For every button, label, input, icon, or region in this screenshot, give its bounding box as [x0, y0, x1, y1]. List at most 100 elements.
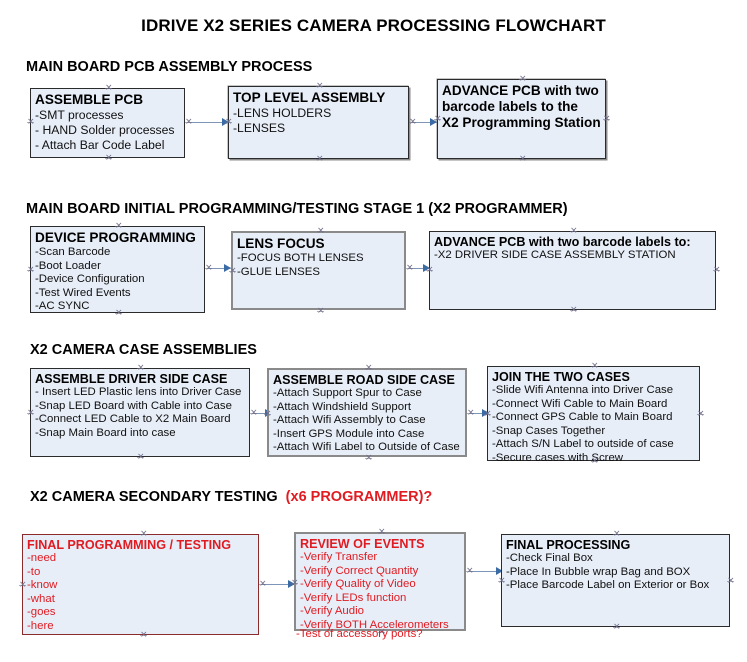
connector-line	[262, 584, 294, 585]
resize-handle-left[interactable]	[225, 119, 232, 126]
connector-handle[interactable]	[466, 568, 473, 575]
resize-handle-left[interactable]	[27, 267, 34, 274]
resize-handle-bottom[interactable]	[591, 458, 598, 465]
resize-handle-top[interactable]	[591, 363, 598, 370]
resize-handle-left[interactable]	[27, 119, 34, 126]
box-final-programming-testing[interactable]: FINAL PROGRAMMING / TESTING -need -to -k…	[19, 531, 259, 636]
resize-handle-top[interactable]	[137, 365, 144, 372]
connector-handle[interactable]	[406, 265, 413, 272]
resize-handle-top[interactable]	[613, 531, 620, 538]
resize-handle-left[interactable]	[426, 267, 433, 274]
connector-line	[469, 571, 502, 572]
box-line: -FOCUS BOTH LENSES	[237, 252, 364, 264]
resize-handle-left[interactable]	[27, 410, 34, 417]
resize-handle-left[interactable]	[264, 411, 271, 418]
box-line: -Boot Loader	[35, 259, 101, 272]
resize-handle-top[interactable]	[140, 531, 147, 538]
resize-handle-left[interactable]	[19, 582, 26, 589]
box-line: -Check Final Box	[506, 552, 593, 564]
box-header: JOIN THE TWO CASES	[492, 370, 630, 384]
box-join-the-two-cases[interactable]: JOIN THE TWO CASES -Slide Wifi Antenna i…	[484, 363, 704, 464]
box-header: ADVANCE PCB with two	[442, 83, 599, 98]
resize-handle-right[interactable]	[713, 267, 720, 274]
box-line-overflow: -Test of accessory ports?	[296, 628, 423, 640]
resize-handle-bottom[interactable]	[570, 307, 577, 314]
box-line: -Test Wired Events	[35, 286, 131, 299]
resize-handle-right[interactable]	[603, 116, 610, 123]
box-assemble-driver-side-case[interactable]: ASSEMBLE DRIVER SIDE CASE - Insert LED P…	[27, 365, 250, 458]
box-line: -Place Barcode Label on Exterior or Box	[506, 579, 710, 592]
resize-handle-top[interactable]	[378, 529, 385, 536]
connector-line	[253, 413, 271, 414]
box-line: -Snap Cases Together	[492, 424, 606, 437]
resize-handle-top[interactable]	[115, 223, 122, 230]
resize-handle-top[interactable]	[365, 365, 372, 372]
resize-handle-top[interactable]	[316, 83, 323, 90]
box-top-level-assembly[interactable]: TOP LEVEL ASSEMBLY -LENS HOLDERS -LENSES	[225, 83, 409, 160]
resize-handle-left[interactable]	[291, 580, 298, 587]
resize-handle-bottom[interactable]	[316, 156, 323, 163]
box-line: -Place In Bubble wrap Bag and BOX	[506, 565, 691, 578]
box-line: -Verify LEDs function	[300, 591, 407, 604]
box-line: -GLUE LENSES	[237, 265, 320, 278]
resize-handle-bottom[interactable]	[105, 155, 112, 162]
resize-handle-left[interactable]	[434, 116, 441, 123]
connector-handle[interactable]	[205, 265, 212, 272]
box-line: -to	[27, 565, 41, 578]
resize-handle-bottom[interactable]	[317, 308, 324, 315]
box-advance-pcb-case-assembly[interactable]: ADVANCE PCB with two barcode labels to: …	[426, 228, 720, 311]
box-line: -need	[27, 552, 57, 564]
resize-handle-bottom[interactable]	[613, 624, 620, 631]
resize-handle-top[interactable]	[570, 228, 577, 235]
box-assemble-pcb[interactable]: ASSEMBLE PCB -SMT processes - HAND Solde…	[27, 85, 185, 159]
resize-handle-right[interactable]	[727, 578, 734, 585]
box-header: ASSEMBLE DRIVER SIDE CASE	[35, 372, 228, 386]
resize-handle-bottom[interactable]	[137, 454, 144, 461]
connector-line	[208, 268, 230, 269]
resize-handle-bottom[interactable]	[140, 632, 147, 639]
box-line: -know	[27, 579, 58, 592]
box-header: FINAL PROGRAMMING / TESTING	[27, 538, 232, 552]
box-line: -Attach Wifi Assembly to Case	[273, 414, 426, 427]
box-line: -Connect LED Cable to X2 Main Board	[35, 413, 231, 426]
box-assemble-road-side-case[interactable]: ASSEMBLE ROAD SIDE CASE -Attach Support …	[264, 365, 467, 459]
box-advance-pcb-programming-station[interactable]: ADVANCE PCB with two barcode labels to t…	[434, 76, 610, 160]
connector-handle[interactable]	[250, 410, 257, 417]
box-line: -Attach S/N Label to outside of case	[492, 438, 674, 451]
resize-handle-top[interactable]	[317, 228, 324, 235]
resize-handle-top[interactable]	[105, 85, 112, 92]
section-heading-text: X2 CAMERA CASE ASSEMBLIES	[30, 342, 257, 358]
box-lens-focus[interactable]: LENS FOCUS -FOCUS BOTH LENSES -GLUE LENS…	[229, 228, 406, 312]
box-device-programming[interactable]: DEVICE PROGRAMMING -Scan Barcode -Boot L…	[27, 223, 205, 314]
resize-handle-bottom[interactable]	[365, 455, 372, 462]
box-header-line2: barcode labels to the	[442, 99, 578, 114]
section-heading-text: MAIN BOARD INITIAL PROGRAMMING/TESTING S…	[26, 201, 568, 217]
connector-handle[interactable]	[467, 410, 474, 417]
resize-handle-left[interactable]	[498, 578, 505, 585]
box-header: ASSEMBLE PCB	[35, 92, 144, 107]
resize-handle-bottom[interactable]	[115, 310, 122, 317]
box-final-processing[interactable]: FINAL PROCESSING -Check Final Box -Place…	[498, 531, 734, 628]
box-header: FINAL PROCESSING	[506, 538, 631, 552]
connector-handle[interactable]	[259, 581, 266, 588]
section-heading-initial-programming: MAIN BOARD INITIAL PROGRAMMING/TESTING S…	[26, 201, 568, 217]
resize-handle-right[interactable]	[697, 411, 704, 418]
box-line: -Insert GPS Module into Case	[273, 427, 425, 440]
box-line: -Scan Barcode	[35, 246, 111, 258]
section-heading-secondary-testing: X2 CAMERA SECONDARY TESTING (x6 PROGRAMM…	[30, 489, 432, 505]
box-header: TOP LEVEL ASSEMBLY	[233, 90, 386, 105]
box-line: -Connect GPS Cable to Main Board	[492, 411, 673, 424]
resize-handle-bottom[interactable]	[519, 156, 526, 163]
connector-line	[412, 122, 437, 123]
box-line: -Snap Main Board into case	[35, 426, 176, 439]
resize-handle-bottom[interactable]	[378, 629, 385, 636]
resize-handle-left[interactable]	[484, 411, 491, 418]
connector-handle[interactable]	[185, 119, 192, 126]
box-review-of-events[interactable]: REVIEW OF EVENTS -Verify Transfer -Verif…	[291, 529, 466, 633]
box-line: -Attach Windshield Support	[273, 400, 412, 413]
resize-handle-top[interactable]	[519, 76, 526, 83]
box-line: -LENSES	[233, 121, 286, 135]
connector-line	[188, 122, 228, 123]
resize-handle-left[interactable]	[229, 268, 236, 275]
connector-handle[interactable]	[409, 119, 416, 126]
